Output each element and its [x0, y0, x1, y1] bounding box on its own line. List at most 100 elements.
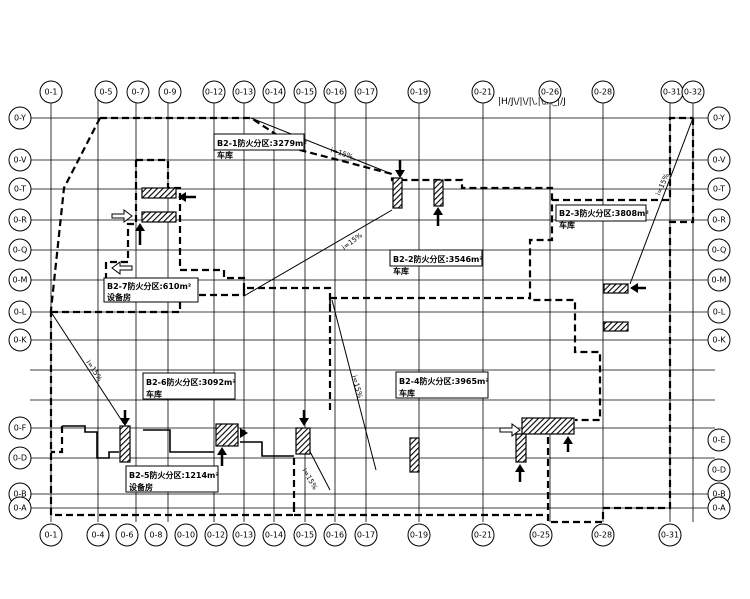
- axis-bubble: 0-A: [707, 496, 731, 520]
- axis-label: 0-1: [44, 531, 57, 540]
- axis-bubble: 0-16: [323, 80, 347, 104]
- axis-label: 0-21: [474, 88, 492, 97]
- zone-use: 车库: [393, 266, 409, 276]
- axis-bubble: 0-4: [86, 523, 110, 547]
- axis-label: 0-7: [131, 88, 144, 97]
- zone-label-b2-2: B2-2防火分区:3546m² 车库: [389, 249, 483, 276]
- stair-core: [603, 283, 629, 294]
- exit-arrow-icon: [120, 410, 130, 426]
- axis-label: 0-L: [713, 308, 726, 317]
- stair-core: [515, 433, 527, 463]
- axis-bubble: 0-A: [8, 496, 32, 520]
- axis-label: 0-Q: [13, 246, 28, 255]
- axis-label: 0-F: [14, 424, 27, 433]
- axis-label: 0-T: [713, 185, 725, 194]
- axis-label: 0-B: [13, 490, 26, 499]
- axis-label: 0-Y: [713, 114, 725, 123]
- axis-label: 0-12: [205, 88, 223, 97]
- axis-bubble: 0-14: [262, 80, 286, 104]
- axis-label: 0-26: [541, 88, 559, 97]
- axis-bubble: 0-E: [707, 428, 731, 452]
- ramp-label: i=15%: [84, 359, 104, 383]
- axis-bubble: 0-V: [8, 148, 32, 172]
- ramp-label: i=15%: [340, 231, 364, 251]
- axis-label: 0-R: [13, 216, 27, 225]
- axis-bubble: 0-Q: [707, 238, 731, 262]
- axis-bubble: 0-25: [529, 523, 553, 547]
- axis-label: 0-D: [13, 454, 27, 463]
- axis-bubble: 0-5: [94, 80, 118, 104]
- borrowed-exit-arrow-icon: [111, 261, 133, 275]
- axis-bubble: 0-16: [323, 523, 347, 547]
- axis-bubble: 0-10: [174, 523, 198, 547]
- zone-use: 车库: [399, 388, 415, 398]
- axis-label: 0-K: [13, 336, 27, 345]
- axis-bubble: 0-17: [354, 523, 378, 547]
- zone-label-b2-6: B2-6防火分区:3092m² 车库: [142, 372, 236, 400]
- axis-label: 0-14: [265, 88, 283, 97]
- zone-title: B2-4防火分区:3965m²: [399, 376, 489, 386]
- axis-bubble: 0-Y: [8, 106, 32, 130]
- zone-label-b2-1: B2-1防火分区:3279m² 车库: [213, 133, 307, 160]
- axis-label: 0-31: [661, 531, 679, 540]
- stair-core: [603, 321, 629, 332]
- axis-label: 0-12: [207, 531, 225, 540]
- axis-label: 0-32: [684, 88, 702, 97]
- axis-label: 0-M: [712, 276, 727, 285]
- axis-label: 0-9: [163, 88, 176, 97]
- ramps: i=15% i=15% i=15% i=15% i=15% i=15%: [50, 117, 694, 492]
- zone-label-b2-4: B2-4防火分区:3965m² 车库: [395, 371, 489, 399]
- zone-use: 车库: [217, 150, 233, 160]
- zone-title: B2-3防火分区:3808m²: [559, 208, 649, 218]
- axis-label: 0-M: [13, 276, 28, 285]
- axis-label: 0-28: [594, 531, 612, 540]
- axis-label: 0-R: [712, 216, 726, 225]
- axis-label: 0-D: [712, 466, 726, 475]
- axis-bubble: 0-8: [144, 523, 168, 547]
- axis-label: 0-16: [326, 531, 344, 540]
- axis-label: 0-E: [712, 436, 725, 445]
- solid-walls: [62, 298, 331, 459]
- axis-label: 0-L: [14, 308, 27, 317]
- exit-arrow-icon: [563, 436, 573, 452]
- zone-label-b2-7: B2-7防火分区:610m² 设备房: [103, 277, 199, 303]
- top-note: |H/J\/|\/|\,|\,/\_|/J: [498, 97, 566, 107]
- axis-bubble: 0-19: [407, 523, 431, 547]
- axis-label: 0-13: [235, 531, 253, 540]
- left-axis-bubbles: 0-Y 0-V 0-T 0-R 0-Q 0-M 0-L 0-K 0-F 0-D 0-B 0-A: [8, 106, 32, 520]
- axis-bubble: 0-32: [681, 80, 705, 104]
- axis-bubble: 0-31: [658, 523, 682, 547]
- vertical-grid-lines: [50, 100, 694, 522]
- axis-label: 0-17: [357, 531, 375, 540]
- zone-use: 设备房: [107, 292, 131, 302]
- axis-bubble: 0-V: [707, 148, 731, 172]
- axis-label: 0-Q: [712, 246, 727, 255]
- stair-core: [521, 417, 575, 435]
- axis-bubble: 0-9: [158, 80, 182, 104]
- zone-title: B2-2防火分区:3546m²: [393, 254, 483, 264]
- axis-bubble: 0-R: [8, 208, 32, 232]
- exit-arrow-icon: [630, 283, 646, 293]
- exit-arrow-icon: [135, 223, 145, 245]
- right-axis-bubbles: 0-Y0-V0-T0-R0-Q0-M0-L0-K0-E0-D0-B0-A: [707, 106, 731, 520]
- zone-use: 车库: [146, 389, 162, 399]
- axis-label: 0-13: [235, 88, 253, 97]
- ramp-label: i=15%: [300, 467, 319, 492]
- exit-arrow-icon: [433, 207, 443, 226]
- stair-core: [433, 179, 444, 207]
- axis-label: 0-T: [14, 185, 26, 194]
- zone-title: B2-7防火分区:610m²: [107, 281, 192, 291]
- axis-bubble: 0-M: [8, 268, 32, 292]
- axis-label: 0-Y: [14, 114, 26, 123]
- exit-arrow-icon: [515, 464, 525, 482]
- axis-label: 0-15: [296, 531, 314, 540]
- axis-label: 0-31: [663, 88, 681, 97]
- axis-label: 0-A: [13, 504, 27, 513]
- axis-bubble: 0-14: [262, 523, 286, 547]
- zone-label-b2-5: B2-5防火分区:1214m² 设备房: [125, 465, 219, 493]
- axis-bubble: 0-28: [591, 523, 615, 547]
- axis-bubble: 0-19: [407, 80, 431, 104]
- stair-core: [409, 437, 420, 473]
